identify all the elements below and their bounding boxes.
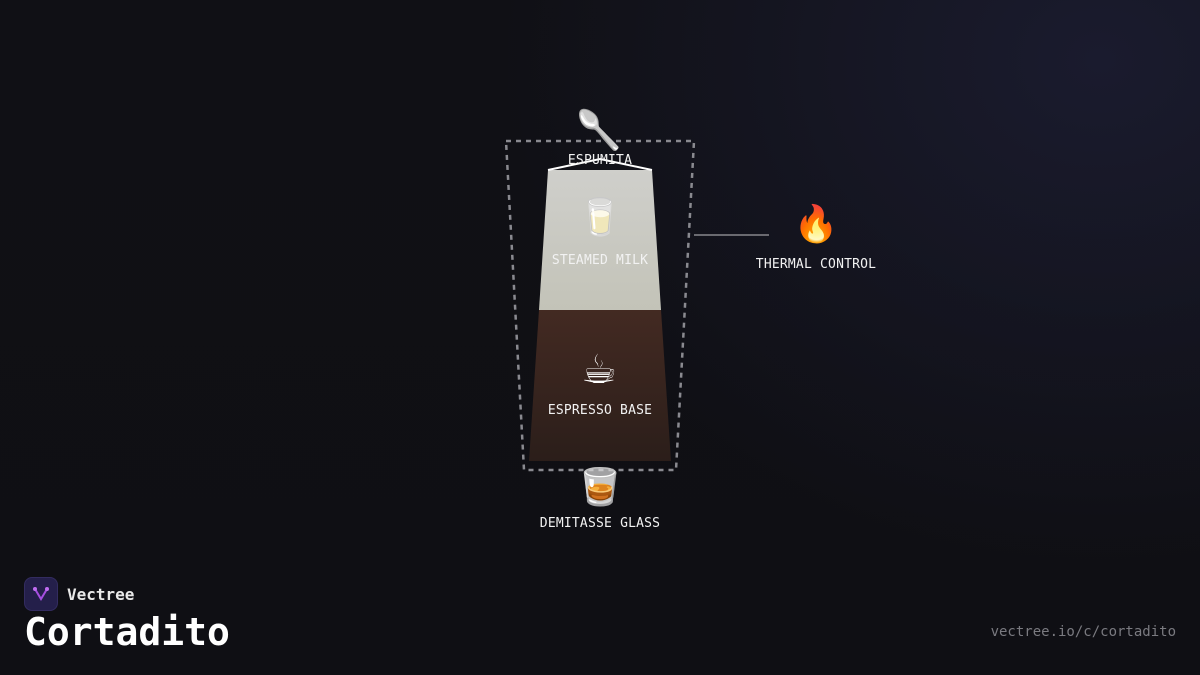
spoon-icon: 🥄 (575, 108, 623, 152)
milk-glass-icon: 🥛 (577, 197, 623, 238)
coffee-cup-icon: ☕ (581, 347, 617, 393)
glass-label: DEMITASSE GLASS (539, 516, 661, 531)
fire-icon: 🔥 (793, 204, 839, 245)
brand: Vectree (24, 577, 134, 611)
milk-label: STEAMED MILK (551, 253, 649, 268)
source-url[interactable]: vectree.io/c/cortadito (990, 624, 1176, 640)
espresso-layer (529, 310, 671, 461)
espresso-label: ESPRESSO BASE (547, 403, 653, 418)
brand-name: Vectree (67, 584, 135, 604)
vectree-logo-icon (24, 577, 58, 611)
milk-layer (539, 170, 661, 310)
tumbler-glass-icon: 🥃 (577, 467, 623, 508)
foam-arc (547, 157, 653, 171)
page-title: Cortadito (24, 610, 230, 654)
foam-label: ESPUMITA (567, 153, 633, 168)
thermal-control-label: THERMAL CONTROL (755, 257, 877, 272)
